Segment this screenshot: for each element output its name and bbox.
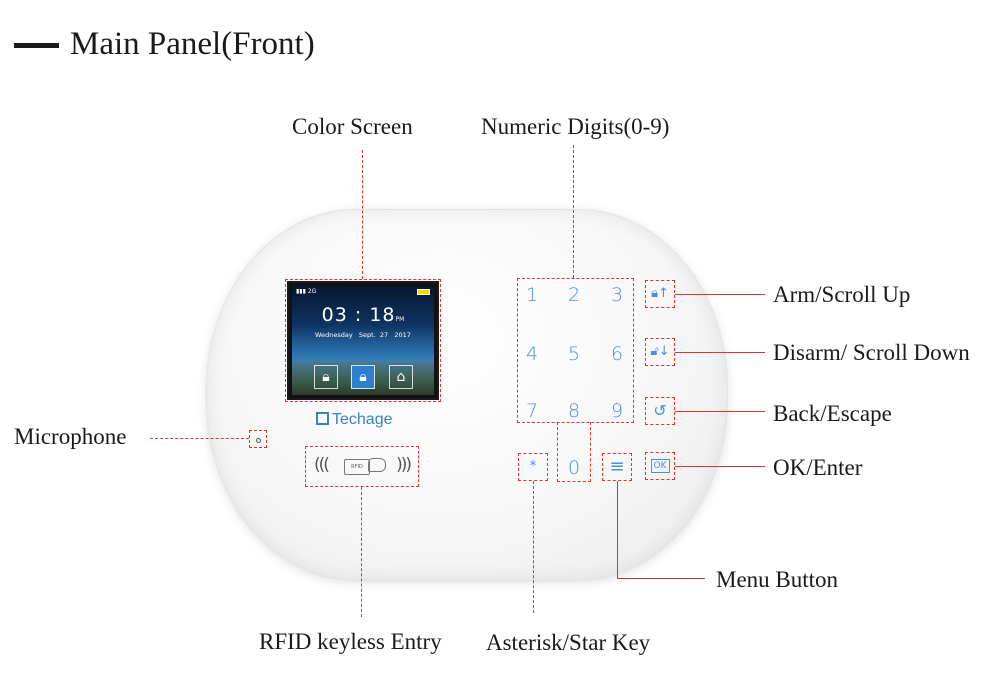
clock: 03 : 18PM [321, 304, 405, 326]
key-8[interactable]: 8 [567, 400, 581, 422]
numeric-keypad-zero-area [557, 422, 591, 482]
leader-disarm [675, 352, 765, 353]
callout-back: Back/Escape [773, 401, 892, 426]
callout-asterisk: Asterisk/Star Key [486, 630, 651, 655]
key-3[interactable]: 3 [610, 284, 624, 306]
leader-ok [675, 466, 765, 467]
battery-icon [417, 289, 430, 295]
disarm-unlock-icon: 🔓︎↓ [650, 344, 670, 359]
key-6[interactable]: 6 [610, 343, 624, 365]
microphone-icon [256, 438, 261, 443]
clock-ampm: PM [395, 316, 405, 323]
menu-key[interactable]: ≡ [602, 453, 632, 481]
callout-arm: Arm/Scroll Up [773, 282, 911, 307]
leader-color-screen [362, 150, 363, 279]
menu-icon: ≡ [609, 456, 625, 477]
status-bar: ▮▮▮ 2G [296, 288, 430, 296]
color-screen: ▮▮▮ 2G 03 : 18PM Wednesday Sept. 27 2017… [287, 281, 439, 400]
numeric-keypad [517, 278, 634, 423]
brand-logo: Techage [316, 411, 393, 429]
title-bar [14, 43, 59, 48]
back-key[interactable]: ↺ [645, 397, 675, 425]
key-2[interactable]: 2 [567, 284, 581, 306]
callout-menu: Menu Button [716, 567, 839, 592]
key-4[interactable]: 4 [525, 343, 539, 365]
arm-lock-icon: 🔒︎↑ [651, 286, 669, 301]
date-month: Sept. [358, 331, 376, 339]
logo-mark-icon [316, 412, 329, 425]
page-title: Main Panel(Front) [70, 26, 315, 62]
leader-arm [675, 294, 765, 295]
rfid-waves-left-icon: ((( [314, 455, 330, 475]
unlock-icon: 🔒︎ [351, 365, 375, 389]
clock-minutes: 18 [369, 304, 396, 326]
leader-asterisk [533, 481, 534, 613]
date-date: 27 [379, 331, 389, 339]
rfid-reader[interactable]: ((( RFID ))) [305, 446, 419, 487]
leader-menu-vertical [617, 481, 618, 578]
clock-hours: 03 [321, 304, 348, 326]
microphone [249, 430, 267, 448]
signal-icon: ▮▮▮ [296, 288, 306, 295]
rfid-card-icon: RFID [344, 459, 370, 475]
disarm-key[interactable]: 🔓︎↓ [645, 338, 675, 366]
arm-key[interactable]: 🔒︎↑ [645, 280, 675, 308]
asterisk-icon: * [529, 459, 537, 474]
leader-back [675, 411, 765, 412]
date-day: Wednesday [315, 331, 353, 339]
lock-icon: 🔒︎ [314, 365, 338, 389]
ok-icon: OK [650, 459, 670, 473]
callout-numeric-digits: Numeric Digits(0-9) [481, 114, 670, 139]
callout-disarm: Disarm/ Scroll Down [773, 340, 970, 365]
rfid-hand-icon [368, 458, 386, 472]
rfid-card-label: RFID [351, 464, 363, 470]
callout-color-screen: Color Screen [292, 114, 413, 139]
key-7[interactable]: 7 [525, 400, 539, 422]
key-9[interactable]: 9 [610, 400, 624, 422]
home-icon: ⌂ [389, 365, 413, 389]
screen-highlight [285, 279, 441, 402]
leader-rfid [361, 487, 362, 617]
logo-text: Techage [332, 411, 393, 428]
callout-rfid: RFID keyless Entry [259, 629, 442, 654]
key-1[interactable]: 1 [525, 284, 539, 306]
callout-microphone: Microphone [14, 424, 127, 449]
date-year: 2017 [394, 331, 411, 339]
callout-ok: OK/Enter [773, 455, 863, 480]
key-0[interactable]: 0 [567, 457, 581, 479]
leader-menu-horizontal [617, 578, 705, 579]
date-line: Wednesday Sept. 27 2017 [292, 331, 434, 339]
key-5[interactable]: 5 [567, 343, 581, 365]
asterisk-key[interactable]: * [518, 453, 548, 481]
signal-label: 2G [307, 288, 317, 295]
back-arrow-icon: ↺ [653, 401, 667, 420]
leader-microphone [150, 438, 249, 439]
ok-key[interactable]: OK [645, 452, 675, 480]
rfid-waves-right-icon: ))) [396, 455, 412, 475]
leader-numeric-digits [573, 145, 574, 278]
